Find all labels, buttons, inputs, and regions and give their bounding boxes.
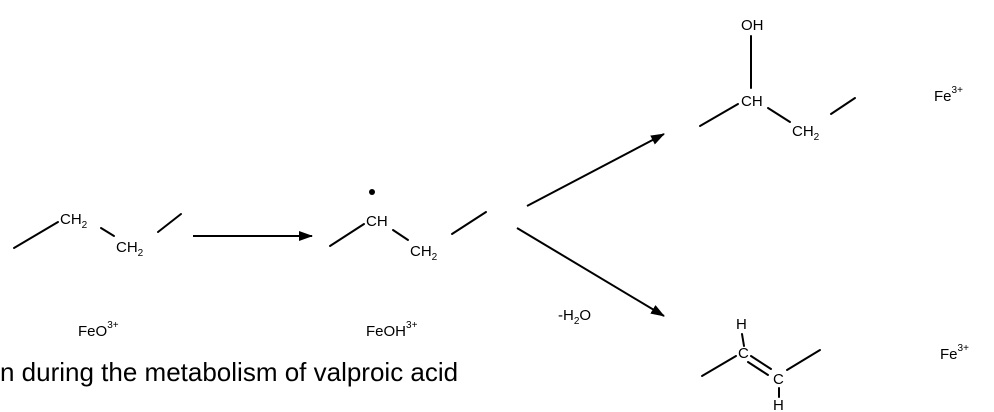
alkene-h-bottom: H [773, 397, 784, 412]
alkene-double-bond-b [747, 361, 769, 376]
radical-bond-left [329, 223, 365, 247]
alkene-h-top: H [736, 316, 747, 333]
alcohol-iron-species: Fe3+ [934, 85, 963, 105]
start-bond-right [157, 213, 182, 233]
radical-ch2: CH2 [410, 243, 438, 263]
dehydration-label: -H2O [558, 307, 591, 327]
alkene-bond-h-top [741, 333, 745, 347]
alkene-c2: C [773, 371, 784, 388]
start-iron-species: FeO3+ [78, 320, 119, 340]
alkene-c1: C [738, 345, 749, 362]
alcohol-ch2: CH2 [792, 123, 820, 143]
alkene-molecule: H C C H Fe3+ [701, 316, 969, 412]
start-bond-middle [100, 227, 115, 237]
radical-bond-right [451, 211, 487, 235]
radical-bond-middle [392, 229, 409, 241]
arrow-desaturation [516, 227, 665, 317]
alkene-bond-right [786, 349, 821, 371]
figure-caption: n during the metabolism of valproic acid [0, 357, 459, 387]
alcohol-ch: CH [741, 93, 763, 110]
start-ch2-lower: CH2 [116, 239, 144, 259]
alkene-iron-species: Fe3+ [940, 343, 969, 363]
alcohol-oh: OH [741, 17, 764, 34]
start-molecule: CH2 CH2 FeO3+ [13, 211, 182, 340]
alcohol-bond-left [699, 103, 739, 127]
start-ch2-upper: CH2 [60, 211, 88, 231]
alcohol-molecule: OH CH CH2 Fe3+ [699, 17, 963, 143]
radical-iron-species: FeOH3+ [366, 320, 418, 340]
radical-ch: CH [366, 213, 388, 230]
radical-molecule: CH CH2 FeOH3+ [329, 189, 487, 340]
arrow-rebound [526, 133, 665, 207]
radical-dot [369, 189, 375, 195]
alcohol-bond-middle [767, 107, 791, 123]
alcohol-bond-right [830, 97, 856, 115]
start-bond-left [13, 221, 59, 249]
alkene-double-bond-a [750, 355, 772, 370]
alkene-bond-left [701, 355, 737, 377]
